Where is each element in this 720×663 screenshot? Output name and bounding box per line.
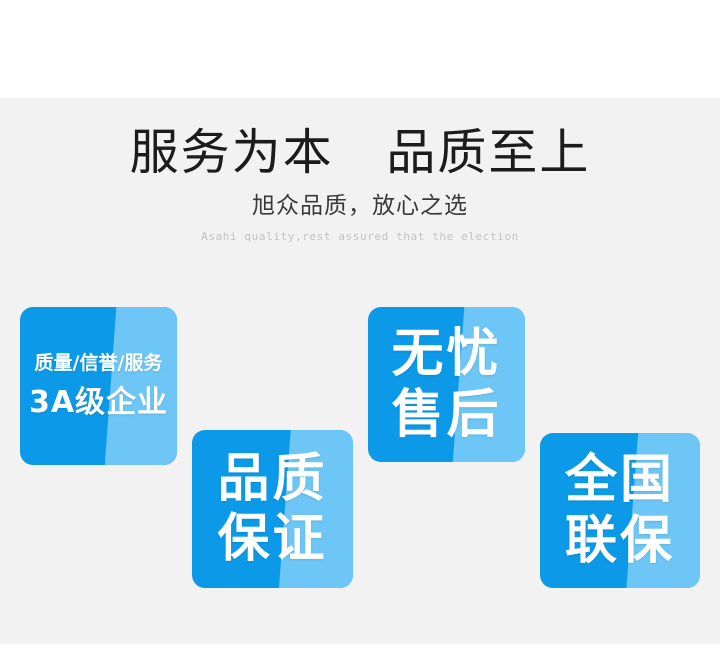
card-label-line-1: 全国 — [564, 450, 675, 511]
card-text-group: 全国 联保 — [540, 433, 700, 588]
page-subtitle: 旭众品质，放心之选 — [252, 193, 468, 220]
feature-card-nationwide-warranty[interactable]: 全国 联保 — [540, 433, 700, 588]
card-label-line-2: 售后 — [391, 384, 502, 445]
card-label-line-2: 保证 — [217, 509, 328, 569]
card-label-3a-enterprise: 3A级企业 — [28, 385, 169, 421]
card-text-group: 品质 保证 — [192, 430, 353, 588]
page-title: 服务为本 品质至上 — [129, 124, 591, 181]
card-diagonal-accent — [626, 433, 700, 588]
page-subtitle-english: Asahi quality,rest assured that the elec… — [201, 229, 519, 243]
card-label-line-2: 联保 — [564, 510, 675, 571]
card-label-line-1: 无忧 — [391, 324, 502, 385]
card-label-quality-credit-service: 质量/信誉/服务 — [34, 351, 163, 374]
feature-card-3a-enterprise[interactable]: 质量/信誉/服务 3A级企业 — [20, 307, 177, 465]
card-text-group: 质量/信誉/服务 3A级企业 — [20, 307, 177, 465]
card-diagonal-accent — [452, 307, 525, 462]
card-diagonal-accent — [278, 430, 353, 588]
headline-block: 服务为本 品质至上 旭众品质，放心之选 Asahi quality,rest a… — [0, 124, 720, 243]
card-label-line-1: 品质 — [217, 448, 328, 509]
feature-card-quality-guarantee[interactable]: 品质 保证 — [192, 430, 353, 588]
feature-card-worryfree-aftersales[interactable]: 无忧 售后 — [368, 307, 525, 462]
card-diagonal-accent — [104, 307, 177, 465]
card-text-group: 无忧 售后 — [368, 307, 525, 462]
